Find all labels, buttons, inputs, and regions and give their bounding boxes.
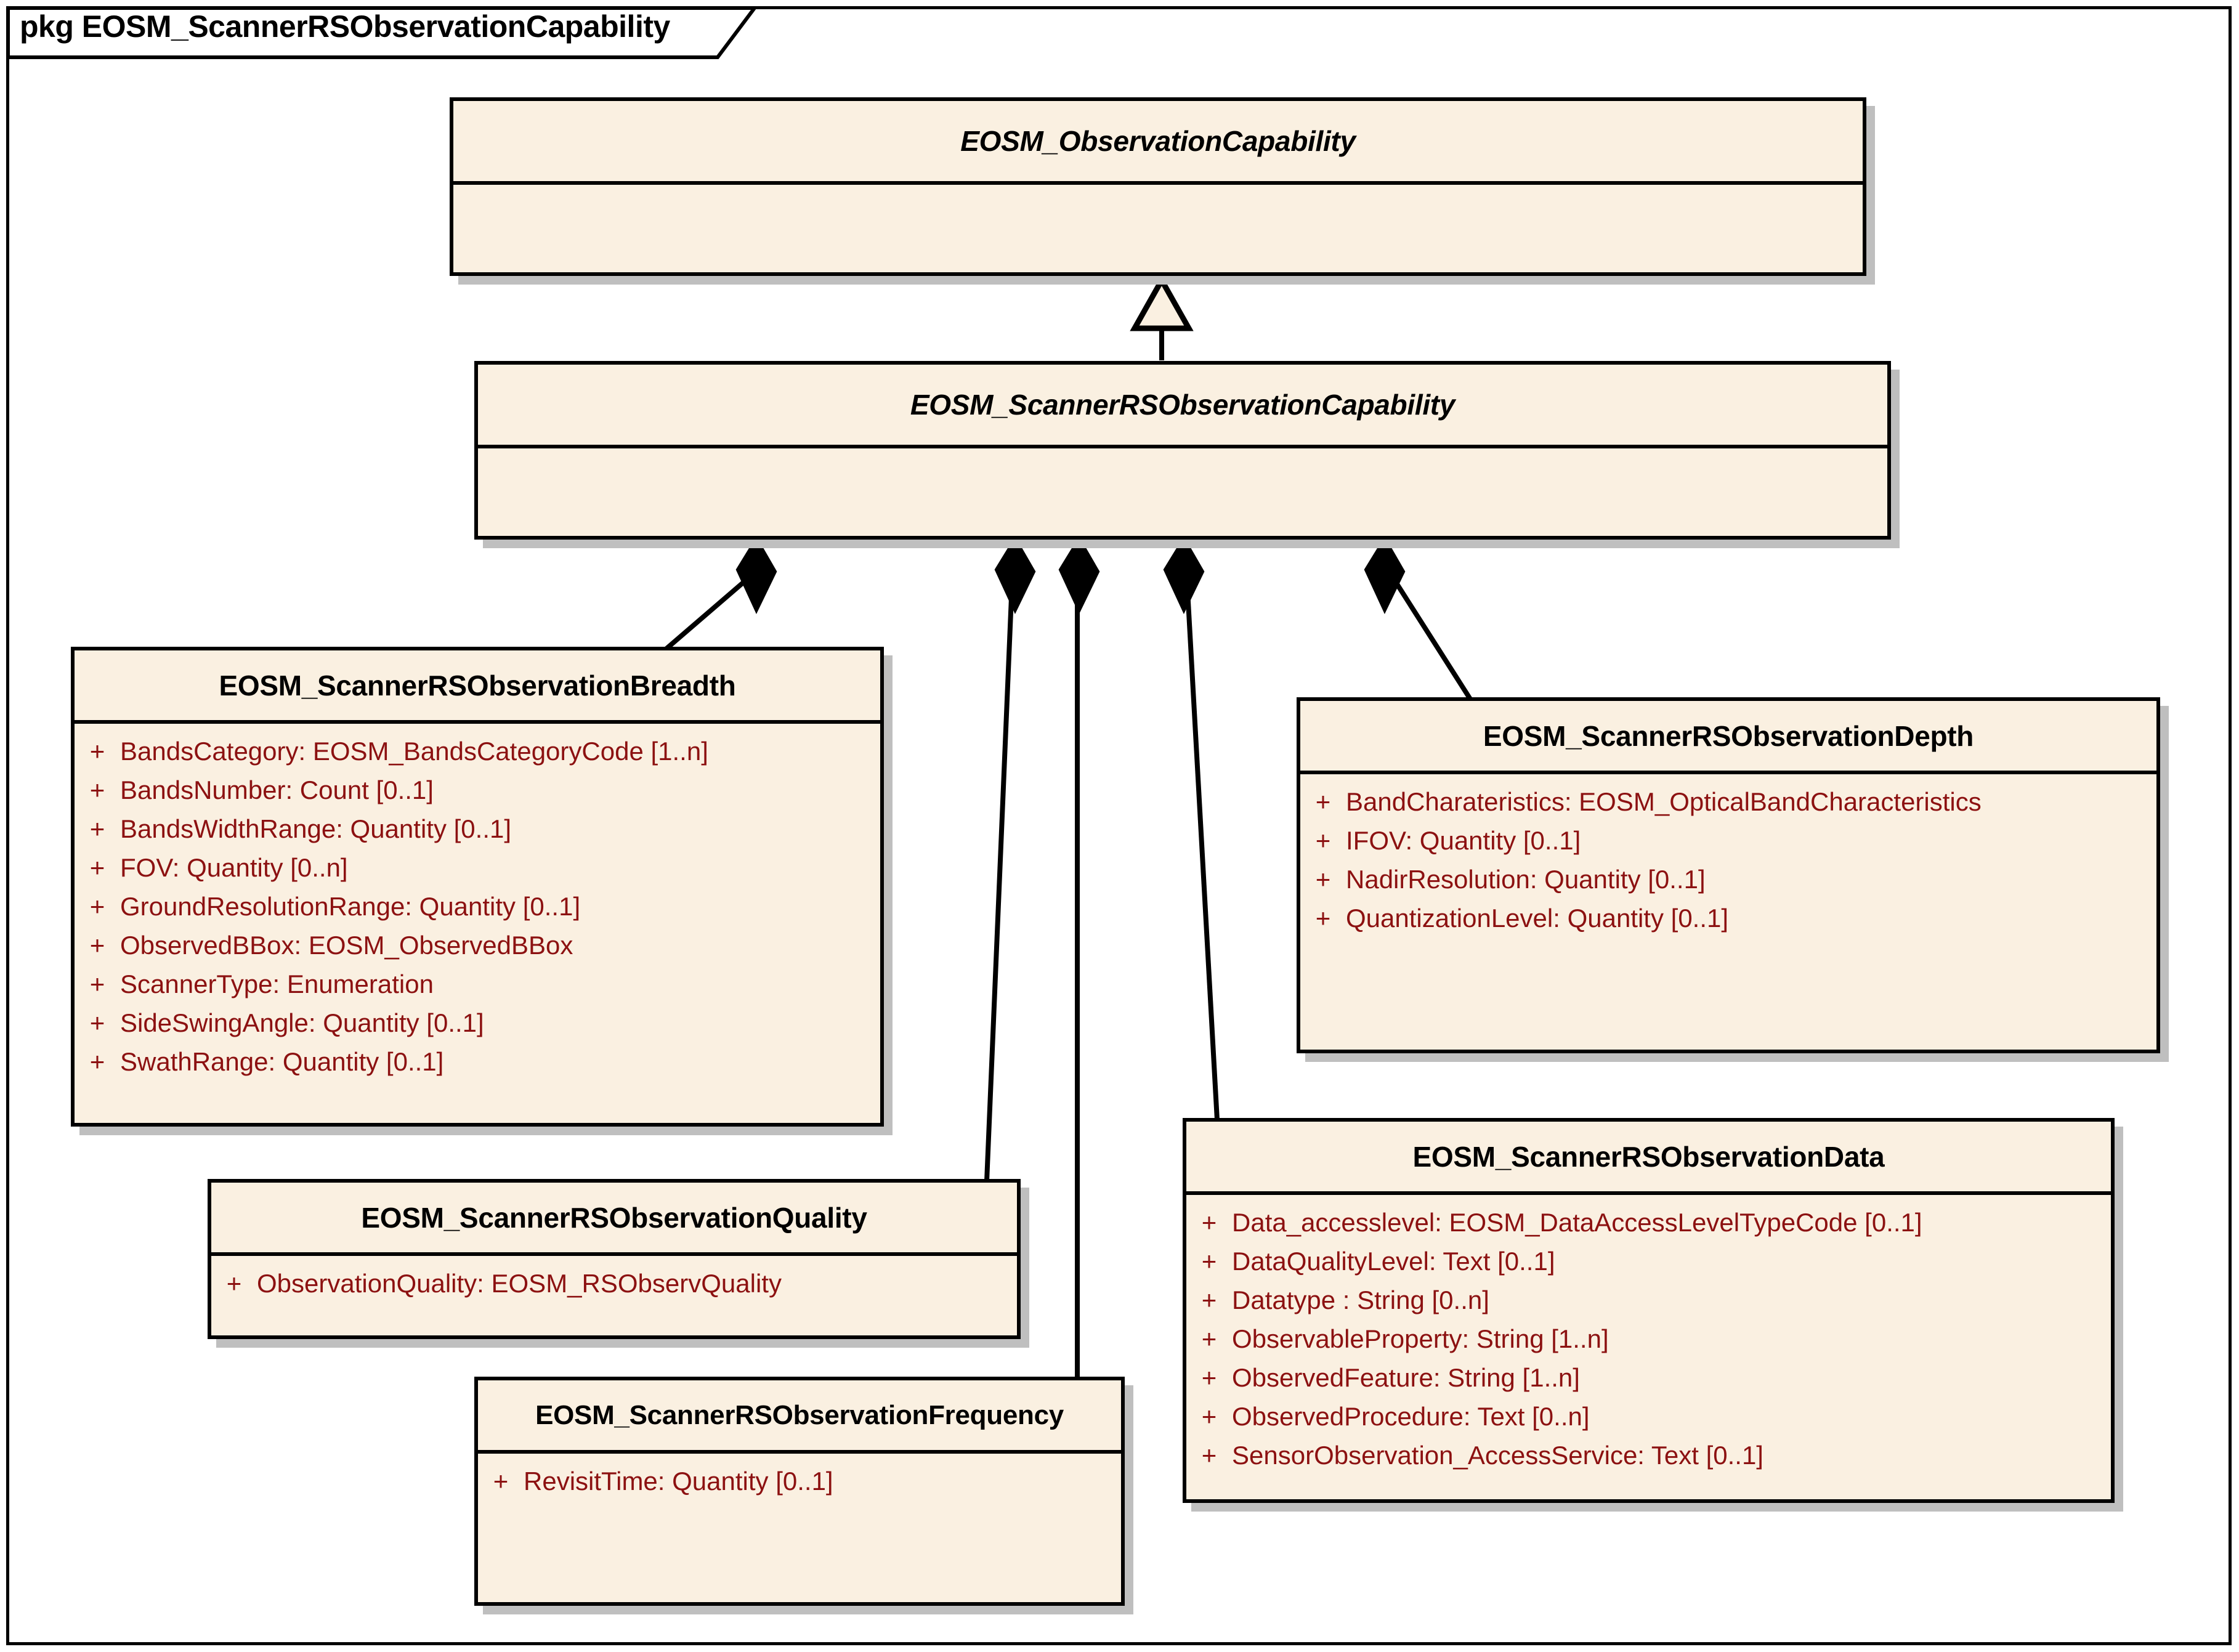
- class-name-scanner-rs-observation-depth: EOSM_ScannerRSObservationDepth: [1483, 719, 1974, 752]
- attribute-text: ObservedProcedure: Text [0..n]: [1232, 1402, 1590, 1431]
- attribute-row: + FOV: Quantity [0..n]: [75, 855, 880, 894]
- attribute-visibility: +: [1315, 826, 1331, 855]
- attribute-row: + SwathRange: Quantity [0..1]: [75, 1049, 880, 1088]
- class-name-scanner-rs-observation-quality: EOSM_ScannerRSObservationQuality: [361, 1201, 867, 1234]
- attribute-text: SwathRange: Quantity [0..1]: [120, 1047, 444, 1076]
- class-box-observation-capability[interactable]: EOSM_ObservationCapability: [450, 97, 1866, 276]
- attribute-row: + BandsCategory: EOSM_BandsCategoryCode …: [75, 739, 880, 777]
- attribute-row: + ObservedFeature: String [1..n]: [1186, 1365, 2111, 1404]
- attribute-text: ObservedBBox: EOSM_ObservedBBox: [120, 931, 573, 960]
- attribute-visibility: +: [89, 814, 105, 843]
- attribute-text: RevisitTime: Quantity [0..1]: [524, 1467, 833, 1496]
- attribute-row: + BandsNumber: Count [0..1]: [75, 777, 880, 816]
- attribute-visibility: +: [1201, 1324, 1217, 1353]
- class-body-scanner-rs-observation-capability: [478, 448, 1887, 540]
- attribute-text: ObservationQuality: EOSM_RSObservQuality: [257, 1269, 782, 1298]
- attribute-list-data: + Data_accesslevel: EOSM_DataAccessLevel…: [1186, 1195, 2111, 1492]
- attribute-text: BandsNumber: Count [0..1]: [120, 775, 434, 804]
- attribute-row: + NadirResolution: Quantity [0..1]: [1300, 867, 2156, 905]
- attribute-row: + ScannerType: Enumeration: [75, 971, 880, 1010]
- class-body-observation-capability: [453, 185, 1863, 276]
- attribute-list-quality: + ObservationQuality: EOSM_RSObservQuali…: [211, 1256, 1017, 1321]
- attribute-row: + DataQualityLevel: Text [0..1]: [1186, 1249, 2111, 1287]
- attribute-visibility: +: [89, 775, 105, 804]
- attribute-text: BandsWidthRange: Quantity [0..1]: [120, 814, 512, 843]
- class-divider: [1300, 771, 2156, 774]
- attribute-list-frequency: + RevisitTime: Quantity [0..1]: [478, 1454, 1121, 1518]
- attribute-row: + ObservedBBox: EOSM_ObservedBBox: [75, 933, 880, 971]
- attribute-visibility: +: [89, 1047, 105, 1076]
- attribute-text: SensorObservation_AccessService: Text [0…: [1232, 1441, 1763, 1470]
- attribute-text: DataQualityLevel: Text [0..1]: [1232, 1247, 1555, 1276]
- class-box-scanner-rs-observation-capability[interactable]: EOSM_ScannerRSObservationCapability: [474, 361, 1891, 540]
- attribute-visibility: +: [89, 892, 105, 921]
- attribute-row: + ObservableProperty: String [1..n]: [1186, 1326, 2111, 1365]
- class-name-observation-capability: EOSM_ObservationCapability: [960, 125, 1356, 157]
- class-box-scanner-rs-observation-quality[interactable]: EOSM_ScannerRSObservationQuality + Obser…: [208, 1179, 1021, 1339]
- attribute-visibility: +: [226, 1269, 242, 1298]
- attribute-visibility: +: [1201, 1286, 1217, 1314]
- class-divider: [75, 720, 880, 724]
- class-divider: [478, 1450, 1121, 1454]
- attribute-list-breadth: + BandsCategory: EOSM_BandsCategoryCode …: [75, 724, 880, 1099]
- attribute-visibility: +: [1315, 865, 1331, 894]
- class-name-scanner-rs-observation-breadth: EOSM_ScannerRSObservationBreadth: [219, 669, 736, 702]
- class-name-scanner-rs-observation-frequency: EOSM_ScannerRSObservationFrequency: [535, 1399, 1064, 1430]
- attribute-text: Datatype : String [0..n]: [1232, 1286, 1489, 1314]
- class-box-scanner-rs-observation-frequency[interactable]: EOSM_ScannerRSObservationFrequency + Rev…: [474, 1377, 1125, 1606]
- class-box-scanner-rs-observation-depth[interactable]: EOSM_ScannerRSObservationDepth + BandCha…: [1297, 697, 2160, 1053]
- package-label: pkg EOSM_ScannerRSObservationCapability: [20, 9, 670, 44]
- attribute-row: + RevisitTime: Quantity [0..1]: [478, 1468, 1121, 1507]
- attribute-text: ObservableProperty: String [1..n]: [1232, 1324, 1609, 1353]
- attribute-list-depth: + BandCharateristics: EOSM_OpticalBandCh…: [1300, 774, 2156, 955]
- attribute-visibility: +: [1201, 1402, 1217, 1431]
- class-divider: [478, 445, 1887, 448]
- attribute-text: ObservedFeature: String [1..n]: [1232, 1363, 1580, 1392]
- attribute-text: Data_accesslevel: EOSM_DataAccessLevelTy…: [1232, 1208, 1922, 1237]
- attribute-row: + BandCharateristics: EOSM_OpticalBandCh…: [1300, 789, 2156, 828]
- attribute-row: + ObservedProcedure: Text [0..n]: [1186, 1404, 2111, 1443]
- attribute-visibility: +: [89, 737, 105, 766]
- package-tab: [6, 6, 758, 59]
- attribute-row: + IFOV: Quantity [0..1]: [1300, 828, 2156, 867]
- class-divider: [1186, 1191, 2111, 1195]
- attribute-visibility: +: [89, 970, 105, 998]
- attribute-visibility: +: [89, 931, 105, 960]
- attribute-text: BandsCategory: EOSM_BandsCategoryCode [1…: [120, 737, 708, 766]
- class-name-scanner-rs-observation-data: EOSM_ScannerRSObservationData: [1412, 1140, 1885, 1173]
- attribute-visibility: +: [493, 1467, 509, 1496]
- attribute-visibility: +: [1201, 1208, 1217, 1237]
- package-frame: [6, 6, 2232, 1645]
- class-box-scanner-rs-observation-data[interactable]: EOSM_ScannerRSObservationData + Data_acc…: [1183, 1118, 2115, 1503]
- attribute-visibility: +: [1315, 904, 1331, 933]
- class-divider: [453, 181, 1863, 185]
- attribute-text: NadirResolution: Quantity [0..1]: [1346, 865, 1706, 894]
- class-name-scanner-rs-observation-capability: EOSM_ScannerRSObservationCapability: [910, 389, 1456, 421]
- attribute-visibility: +: [1201, 1363, 1217, 1392]
- attribute-row: + Data_accesslevel: EOSM_DataAccessLevel…: [1186, 1210, 2111, 1249]
- attribute-text: BandCharateristics: EOSM_OpticalBandChar…: [1346, 787, 1982, 816]
- attribute-row: + SideSwingAngle: Quantity [0..1]: [75, 1010, 880, 1049]
- attribute-row: + BandsWidthRange: Quantity [0..1]: [75, 816, 880, 855]
- attribute-text: QuantizationLevel: Quantity [0..1]: [1346, 904, 1729, 933]
- attribute-text: ScannerType: Enumeration: [120, 970, 434, 998]
- class-divider: [211, 1252, 1017, 1256]
- attribute-row: + Datatype : String [0..n]: [1186, 1287, 2111, 1326]
- attribute-visibility: +: [1201, 1247, 1217, 1276]
- attribute-text: GroundResolutionRange: Quantity [0..1]: [120, 892, 581, 921]
- attribute-row: + QuantizationLevel: Quantity [0..1]: [1300, 905, 2156, 944]
- attribute-text: SideSwingAngle: Quantity [0..1]: [120, 1008, 484, 1037]
- attribute-text: FOV: Quantity [0..n]: [120, 853, 348, 882]
- attribute-visibility: +: [89, 1008, 105, 1037]
- attribute-row: + SensorObservation_AccessService: Text …: [1186, 1443, 2111, 1481]
- attribute-row: + ObservationQuality: EOSM_RSObservQuali…: [211, 1271, 1017, 1310]
- attribute-visibility: +: [89, 853, 105, 882]
- attribute-visibility: +: [1201, 1441, 1217, 1470]
- attribute-row: + GroundResolutionRange: Quantity [0..1]: [75, 894, 880, 933]
- class-box-scanner-rs-observation-breadth[interactable]: EOSM_ScannerRSObservationBreadth + Bands…: [71, 647, 884, 1127]
- attribute-visibility: +: [1315, 787, 1331, 816]
- attribute-text: IFOV: Quantity [0..1]: [1346, 826, 1581, 855]
